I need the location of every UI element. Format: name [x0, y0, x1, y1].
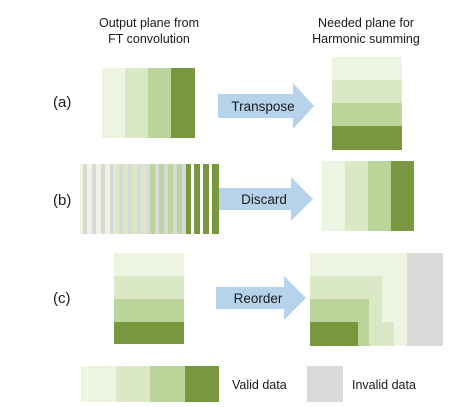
strip-4	[171, 68, 195, 138]
strip-3	[368, 161, 391, 231]
invalid-column	[92, 164, 96, 234]
reorder-arrow: Reorder	[216, 276, 306, 320]
row-c-input-plane	[114, 253, 184, 344]
invalid-column	[137, 164, 141, 234]
band-2	[114, 276, 184, 299]
invalid-column	[173, 164, 177, 234]
invalid-column	[155, 164, 159, 234]
legend-swatch-3	[150, 366, 185, 402]
arrow-shape	[218, 83, 314, 129]
white-gap	[209, 164, 212, 234]
strip-1	[102, 68, 125, 138]
band-1	[332, 57, 402, 80]
transpose-label: Transpose	[231, 99, 294, 114]
row-b-input-plane	[80, 164, 219, 234]
strip-3	[148, 68, 171, 138]
invalid-step	[358, 322, 369, 346]
invalid-column	[110, 164, 114, 234]
band-3	[332, 103, 402, 126]
white-gap	[191, 164, 194, 234]
invalid-step	[382, 276, 407, 322]
invalid-step	[369, 299, 382, 322]
row-b-label: (b)	[53, 192, 71, 209]
legend-swatch-4	[185, 366, 219, 402]
legend-invalid-swatch	[307, 366, 343, 402]
right-header-line1: Needed plane for	[318, 16, 414, 30]
transpose-arrow: Transpose	[218, 83, 314, 129]
invalid-column	[119, 164, 123, 234]
valid-band-4	[310, 322, 358, 346]
band-3	[114, 299, 184, 322]
strip-4	[391, 161, 414, 231]
left-header-line1: Output plane from	[99, 16, 199, 30]
row-c-label: (c)	[53, 290, 71, 307]
legend-swatch-2	[116, 366, 150, 402]
invalid-column	[146, 164, 150, 234]
white-gap	[200, 164, 203, 234]
reorder-label: Reorder	[234, 291, 283, 306]
invalid-step	[394, 322, 407, 346]
band-2	[332, 80, 402, 103]
invalid-step	[369, 322, 394, 346]
row-b-output-plane	[322, 161, 414, 231]
valid-data-label: Valid data	[232, 378, 287, 392]
arrow-shape	[219, 177, 313, 221]
invalid-column	[101, 164, 105, 234]
discard-arrow: Discard	[219, 177, 313, 221]
invalid-column	[164, 164, 168, 234]
invalid-column	[128, 164, 132, 234]
row-c-output-plane	[310, 253, 443, 346]
right-header-line2: Harmonic summing	[312, 32, 420, 46]
invalid-column	[83, 164, 87, 234]
band-4	[332, 126, 402, 150]
row-a-output-plane	[332, 57, 402, 150]
strip-2	[125, 68, 148, 138]
legend-swatch-1	[81, 366, 116, 402]
row-a-label: (a)	[53, 94, 71, 111]
invalid-column	[182, 164, 186, 234]
strip-1	[322, 161, 345, 231]
band-1	[114, 253, 184, 276]
strip-2	[345, 161, 368, 231]
arrow-shape	[216, 276, 306, 320]
invalid-data-label: Invalid data	[352, 378, 416, 392]
legend: Valid data Invalid data	[81, 366, 416, 402]
band-4	[114, 322, 184, 344]
left-header-line2: FT convolution	[108, 32, 190, 46]
discard-label: Discard	[241, 192, 287, 207]
row-a-input-plane	[102, 68, 195, 138]
